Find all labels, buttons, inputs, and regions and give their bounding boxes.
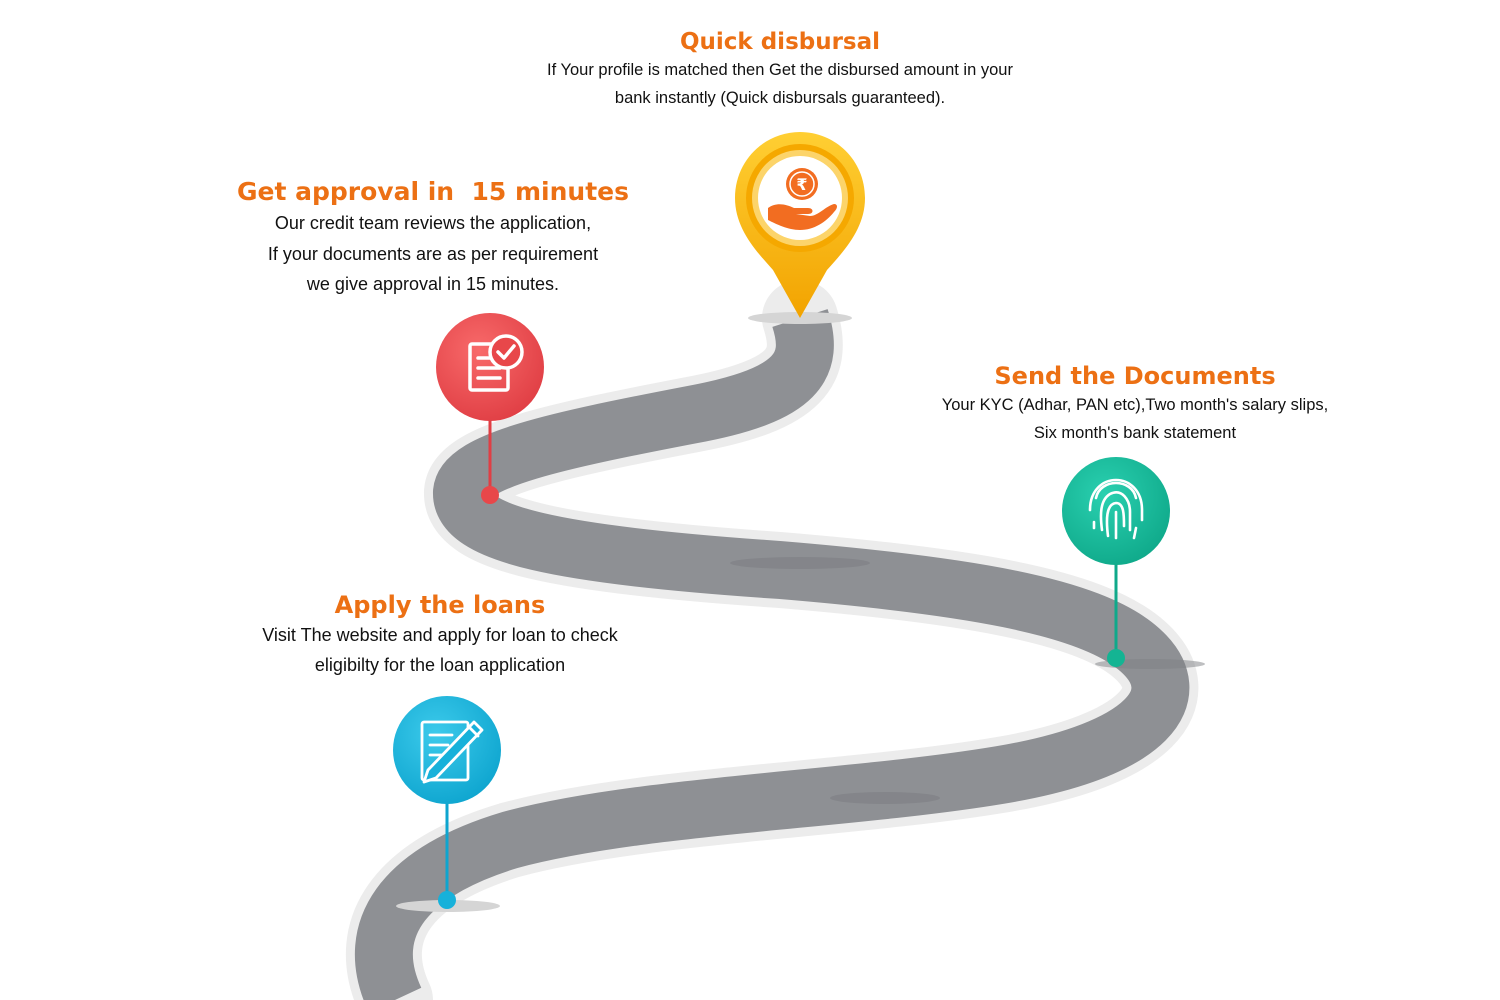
quick-disbursal-step: Quick disbursal If Your profile is match… xyxy=(480,28,1080,112)
step-description-line: If Your profile is matched then Get the … xyxy=(547,61,1013,79)
winding-road xyxy=(345,280,1205,1000)
approval-step: Get approval in 15 minutes Our credit te… xyxy=(183,176,683,300)
step-title: Send the Documents xyxy=(994,362,1276,390)
apply-marker xyxy=(393,696,501,909)
step-description-line: bank instantly (Quick disbursals guarant… xyxy=(614,89,946,107)
step-description-line: If your documents are as per requirement xyxy=(267,243,599,264)
svg-text:₹: ₹ xyxy=(796,175,807,194)
marker-dot xyxy=(1107,649,1125,667)
road-surface xyxy=(354,309,1190,1000)
pen-paper-icon xyxy=(420,720,484,784)
quick-disbursal-pin: ₹ xyxy=(735,132,865,318)
documents-step: Send the Documents Your KYC (Adhar, PAN … xyxy=(860,362,1410,447)
step-description-line: Visit The website and apply for loan to … xyxy=(262,625,618,645)
step-title: Quick disbursal xyxy=(679,29,881,55)
documents-marker xyxy=(1062,457,1170,667)
approval-marker xyxy=(436,313,544,504)
step-description-line: Our credit team reviews the application, xyxy=(274,213,592,233)
apply-step: Apply the loans Visit The website and ap… xyxy=(210,590,670,680)
marker-dot xyxy=(438,891,456,909)
step-title: Get approval in 15 minutes xyxy=(236,177,629,206)
marker-dot xyxy=(481,486,499,504)
step-title: Apply the loans xyxy=(334,591,546,619)
fingerprint-icon xyxy=(1088,478,1144,540)
step-description-line: Your KYC (Adhar, PAN etc),Two month's sa… xyxy=(941,396,1329,414)
step-description-line: eligibilty for the loan application xyxy=(314,655,566,675)
rupee-hand-icon: ₹ xyxy=(768,168,837,230)
step-description-line: Six month's bank statement xyxy=(1033,424,1237,442)
road-shadow xyxy=(830,792,940,804)
road-shadow xyxy=(730,557,870,569)
document-check-icon xyxy=(468,334,524,392)
step-description-line: we give approval in 15 minutes. xyxy=(306,274,560,294)
